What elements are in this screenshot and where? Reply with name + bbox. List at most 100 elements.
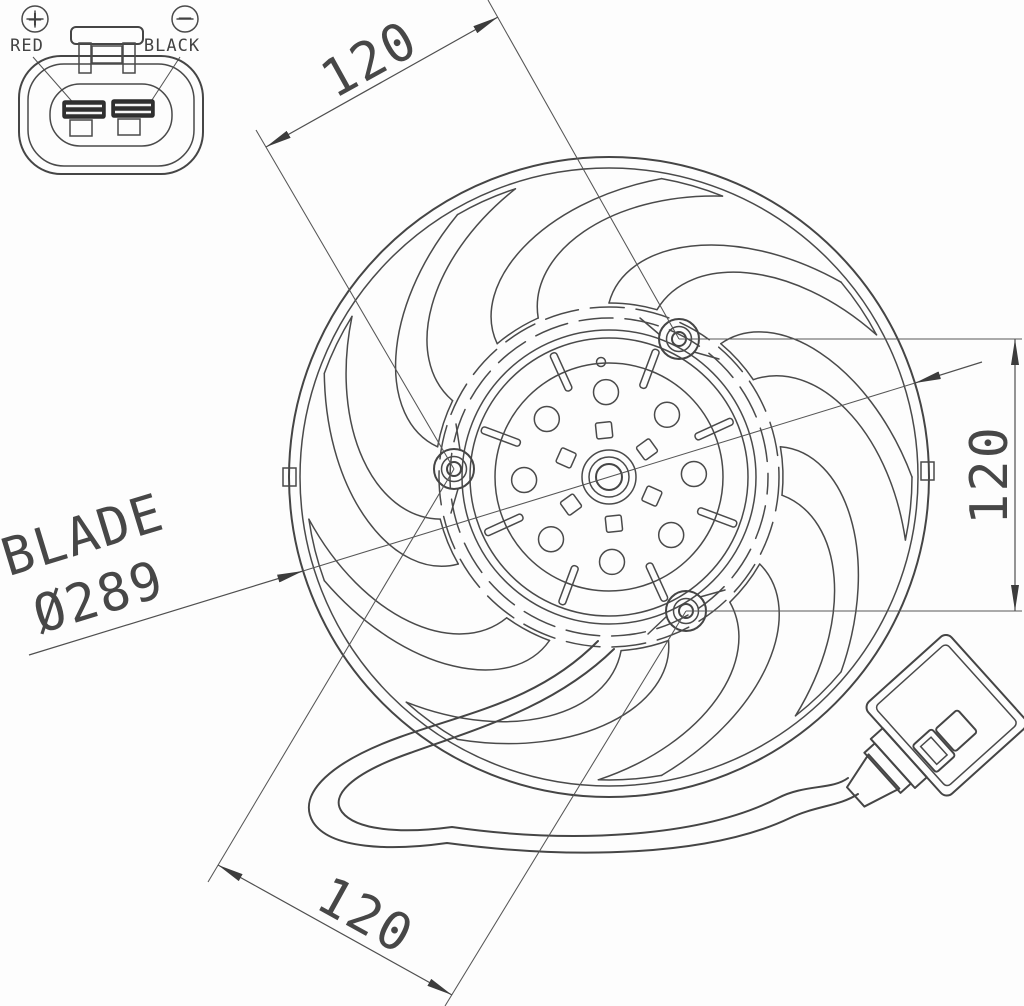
mounting-boss-left xyxy=(433,423,475,514)
blade-tip xyxy=(794,671,842,717)
blade-leading-edge xyxy=(660,563,780,777)
wire-edge-outer xyxy=(307,640,859,854)
motor-can-face xyxy=(469,337,749,617)
mounting-bosses xyxy=(433,317,726,635)
blade-tip xyxy=(660,177,724,197)
dim-top-120: 120 xyxy=(255,0,680,470)
blade-trailing-edge xyxy=(781,494,836,717)
hub-square-slot xyxy=(635,438,659,461)
blade-trailing-edge xyxy=(405,649,622,723)
minus-symbol-icon xyxy=(171,5,199,33)
blade-tip xyxy=(904,476,913,541)
black-wire-label: BLACK xyxy=(144,36,200,56)
connector-collar-2 xyxy=(869,727,928,789)
blade-root xyxy=(779,446,784,496)
blade-trailing-edge xyxy=(752,375,907,541)
blade-root xyxy=(729,563,761,603)
blade-leading-edge xyxy=(608,244,842,304)
plate-pilot-hole xyxy=(595,356,607,368)
blade-root xyxy=(608,302,658,311)
connector-window xyxy=(935,709,978,752)
blade-root xyxy=(439,518,460,565)
blade-root xyxy=(720,342,755,381)
blade-leading-edge xyxy=(779,446,860,673)
hub-scallop-ring-outer xyxy=(438,306,780,648)
blade-trailing-edge xyxy=(345,315,441,520)
hub-square-slot xyxy=(555,447,577,469)
polarity-connector-detail: RED BLACK xyxy=(10,5,204,175)
dim-top-ext-left xyxy=(255,129,455,470)
blade-leading-edge xyxy=(323,579,551,671)
fan-blades xyxy=(308,177,913,781)
connector-latch-inner xyxy=(919,736,949,766)
blade-leading-edge xyxy=(323,372,460,567)
rim-tab-left xyxy=(282,467,297,487)
blade-trailing-edge xyxy=(308,518,508,635)
blade-diameter-annotation: BLADE Ø289 xyxy=(0,361,983,656)
dim-top-value: 120 xyxy=(312,10,428,111)
red-wire-label: RED xyxy=(10,36,44,56)
hub-spoke-slot xyxy=(558,564,579,606)
hub-square-slot xyxy=(604,514,624,534)
connector-body-inner xyxy=(875,644,1017,787)
motor-plate xyxy=(494,362,724,592)
hub-vent-hole xyxy=(598,548,626,576)
wire-harness xyxy=(307,640,859,854)
hub-vent-hole xyxy=(537,525,565,553)
fan-assembly xyxy=(282,156,935,798)
hub-vent-hole xyxy=(657,521,685,549)
hub-square-slot xyxy=(641,485,663,507)
hub-vent-holes xyxy=(510,378,708,576)
hub-spoke-slot xyxy=(549,352,573,392)
blade-trailing-edge xyxy=(426,188,517,402)
blade-leader-line xyxy=(28,570,304,656)
hub-spoke-slot xyxy=(696,507,738,528)
blade-trailing-edge xyxy=(656,271,878,336)
hub-vent-hole xyxy=(680,460,708,488)
hub-square-slots xyxy=(555,420,663,534)
fan-inner-rim xyxy=(299,167,919,787)
rim-tab-right xyxy=(920,461,935,481)
connector-cavity-oval xyxy=(49,83,173,147)
latch-prong-right xyxy=(122,42,136,74)
fan-outer-rim xyxy=(288,156,930,798)
blade-tip xyxy=(840,281,878,336)
blade-tip xyxy=(308,518,326,582)
harness-connector-plug xyxy=(845,634,1024,808)
hub-spoke-slots xyxy=(480,348,738,606)
blade-leading-edge xyxy=(720,331,913,478)
hub-vent-hole xyxy=(653,401,681,429)
hub-scallop-ring-inner xyxy=(449,317,769,637)
hub-vent-hole xyxy=(592,378,620,406)
motor-hub xyxy=(438,306,780,648)
connector-housing-mid xyxy=(27,63,195,167)
blade-root xyxy=(496,317,539,345)
blade-root xyxy=(436,399,454,448)
hub-spoke-slot xyxy=(694,417,734,441)
dim-bottom-ext-left xyxy=(207,468,455,883)
hub-spoke-slot xyxy=(480,426,522,447)
connector-housing-outer xyxy=(18,55,204,175)
terminal-negative xyxy=(111,99,155,136)
mounting-boss-top-right xyxy=(639,317,720,360)
hub-spoke-slot xyxy=(484,513,524,537)
motor-can-edge xyxy=(461,329,757,625)
dim-top-line xyxy=(265,16,499,148)
plus-symbol-text: + xyxy=(28,5,42,33)
blade-tip xyxy=(323,315,353,375)
hub-square-slot xyxy=(559,493,583,516)
connector-latch xyxy=(912,728,956,773)
dim-right-120: 120 xyxy=(679,338,1022,612)
hub-square-slot xyxy=(594,420,614,440)
latch-cap xyxy=(70,26,144,45)
dim-bottom-ext-right xyxy=(444,610,687,1006)
wire-edge-inner xyxy=(337,648,849,837)
connector-body xyxy=(865,634,1024,797)
red-leader-line xyxy=(32,56,77,107)
blade-trailing-edge xyxy=(536,195,724,319)
blade-leading-edge xyxy=(394,213,459,448)
shaft-ring-outer xyxy=(581,449,637,505)
blade-diameter-cross-line xyxy=(302,382,916,572)
